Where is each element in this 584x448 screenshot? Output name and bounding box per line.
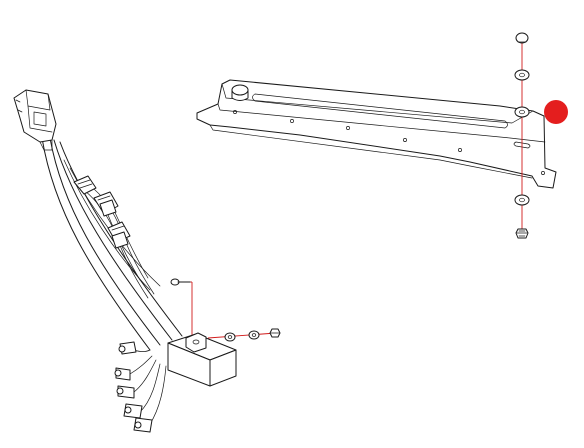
connector-plug [13, 89, 57, 151]
cap-plug [515, 32, 529, 44]
inline-connector-3 [107, 221, 131, 249]
wiring-harness [41, 137, 183, 425]
module-screw [170, 278, 191, 286]
module-nut [269, 328, 281, 338]
highlight-marker [544, 100, 568, 124]
control-module-box [167, 332, 237, 387]
washer-1 [514, 69, 530, 81]
inline-connector-1 [73, 175, 97, 195]
nut [515, 228, 529, 239]
module-washer-2 [248, 330, 260, 340]
module-washer-1 [224, 332, 236, 342]
washer-3 [514, 194, 530, 206]
inline-connector-2 [93, 191, 119, 217]
bracket-stud [231, 84, 249, 101]
terminal-end-2 [114, 367, 131, 381]
mounting-bracket [196, 79, 557, 189]
terminal-end-1 [118, 341, 137, 355]
washer-2 [514, 106, 530, 118]
washer-leader-line [207, 332, 277, 339]
inline-connectors [73, 175, 153, 433]
terminal-end-5 [133, 417, 153, 433]
terminal-end-4 [123, 403, 143, 419]
module-washers [224, 330, 260, 342]
bracket-fastener-stack [514, 32, 530, 239]
terminal-end-3 [116, 385, 135, 399]
